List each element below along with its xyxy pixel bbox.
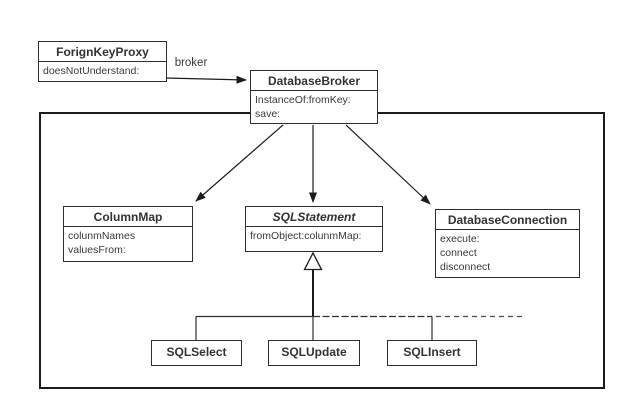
class-method: save: — [255, 108, 281, 120]
broker-association-label: broker — [174, 57, 208, 69]
class-methods: InstanceOf:fromKey: save: — [251, 91, 377, 123]
class-method: execute: — [440, 233, 480, 245]
broker-to-databaseconnection-arrow — [345, 124, 431, 205]
class-method: connect — [440, 247, 477, 259]
class-box-sqlupdate: SQLUpdate — [268, 340, 360, 366]
class-box-databasebroker: DatabaseBroker InstanceOf:fromKey: save: — [250, 70, 378, 124]
class-method: disconnect — [440, 261, 491, 273]
class-methods: colunmNames valuesFrom: — [64, 227, 192, 259]
broker-to-columnmap-arrow — [195, 124, 284, 202]
class-method: doesNotUnderstand: — [43, 65, 140, 77]
class-method: InstanceOf:fromKey: — [255, 94, 351, 106]
broker-association-arrow — [165, 75, 247, 84]
class-title: SQLInsert — [403, 345, 461, 359]
class-box-sqlinsert: SQLInsert — [387, 340, 477, 366]
class-title-abstract: SQLStatement — [246, 207, 382, 227]
class-box-columnmap: ColumnMap colunmNames valuesFrom: — [63, 206, 193, 262]
class-title: SQLUpdate — [281, 345, 347, 359]
inheritance-triangle-icon — [303, 251, 323, 271]
class-method: fromObject:colunmMap: — [250, 230, 362, 242]
class-methods: execute: connect disconnect — [436, 230, 579, 276]
class-method: colunmNames — [68, 230, 136, 242]
class-box-sqlstatement: SQLStatement fromObject:colunmMap: — [245, 206, 383, 252]
class-title: DatabaseBroker — [251, 71, 377, 91]
class-methods: fromObject:colunmMap: — [246, 227, 382, 245]
class-method: valuesFrom: — [68, 244, 126, 256]
class-title: ColumnMap — [64, 207, 192, 227]
class-title: ForignKeyProxy — [39, 42, 166, 62]
class-box-forignkeyproxy: ForignKeyProxy doesNotUnderstand: — [38, 41, 167, 82]
class-title: SQLSelect — [166, 345, 227, 359]
class-box-sqlselect: SQLSelect — [151, 340, 242, 366]
class-methods: doesNotUnderstand: — [39, 62, 166, 80]
class-box-databaseconnection: DatabaseConnection execute: connect disc… — [435, 209, 580, 278]
class-title: DatabaseConnection — [436, 210, 579, 230]
